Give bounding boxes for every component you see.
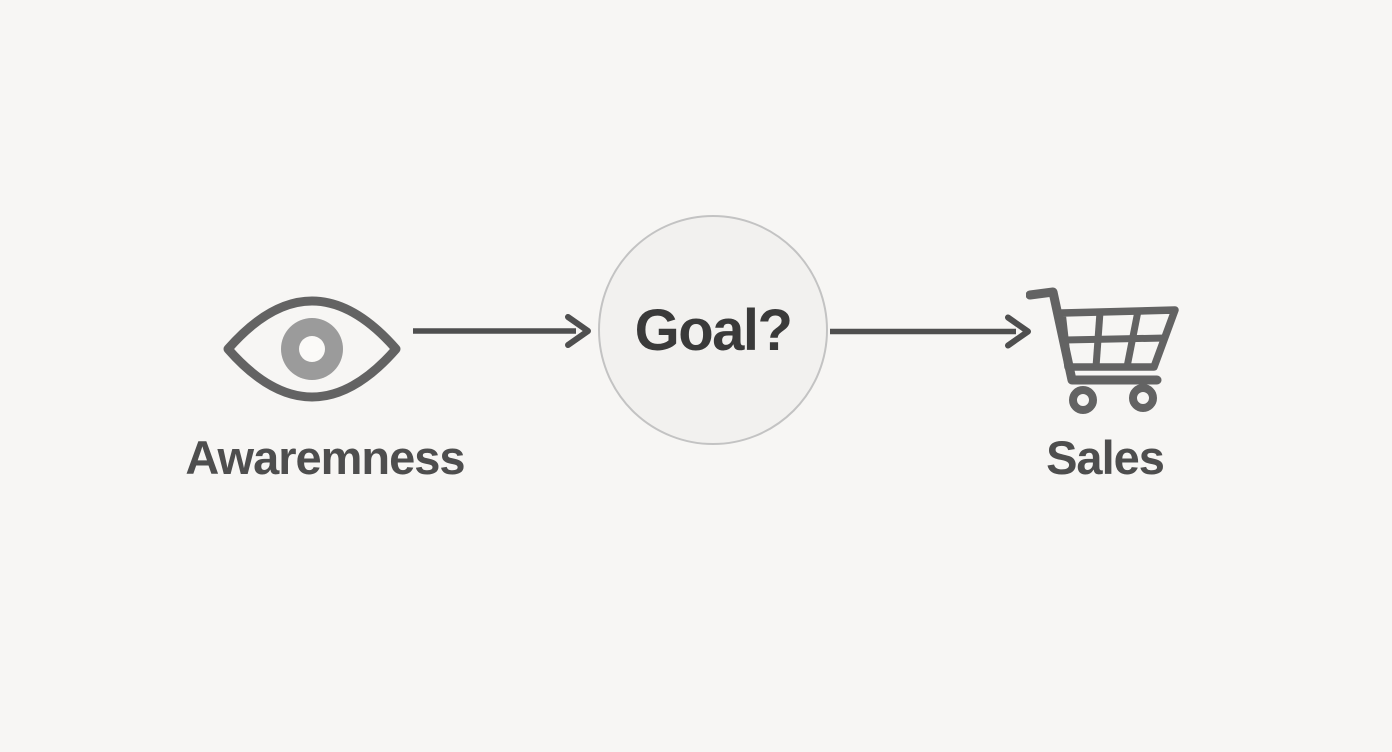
- eye-icon: [223, 296, 401, 402]
- goal-label: Goal?: [634, 297, 793, 363]
- awareness-label: Awaremness: [185, 431, 465, 484]
- sales-label: Sales: [1046, 431, 1165, 484]
- shopping-cart-icon: [1026, 287, 1179, 414]
- arrow-right-icon: [413, 314, 591, 348]
- arrow-right-icon: [830, 314, 1031, 349]
- goal-node: Goal?: [598, 215, 828, 445]
